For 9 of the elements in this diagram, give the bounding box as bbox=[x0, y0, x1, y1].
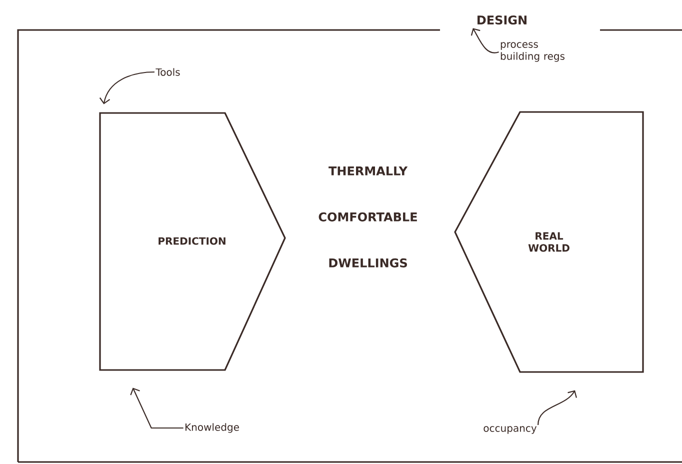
arrow bbox=[538, 390, 577, 426]
arrow bbox=[99, 71, 154, 104]
center-text: THERMALLY COMFORTABLE DWELLINGS bbox=[318, 166, 417, 268]
annotation-text: process building regs bbox=[500, 42, 565, 62]
arrow bbox=[130, 388, 184, 429]
annotation-text: Knowledge bbox=[186, 423, 239, 433]
arrow bbox=[470, 28, 499, 54]
annotation-text: Tools bbox=[156, 68, 180, 76]
annotation-text: occupancy bbox=[484, 426, 537, 434]
